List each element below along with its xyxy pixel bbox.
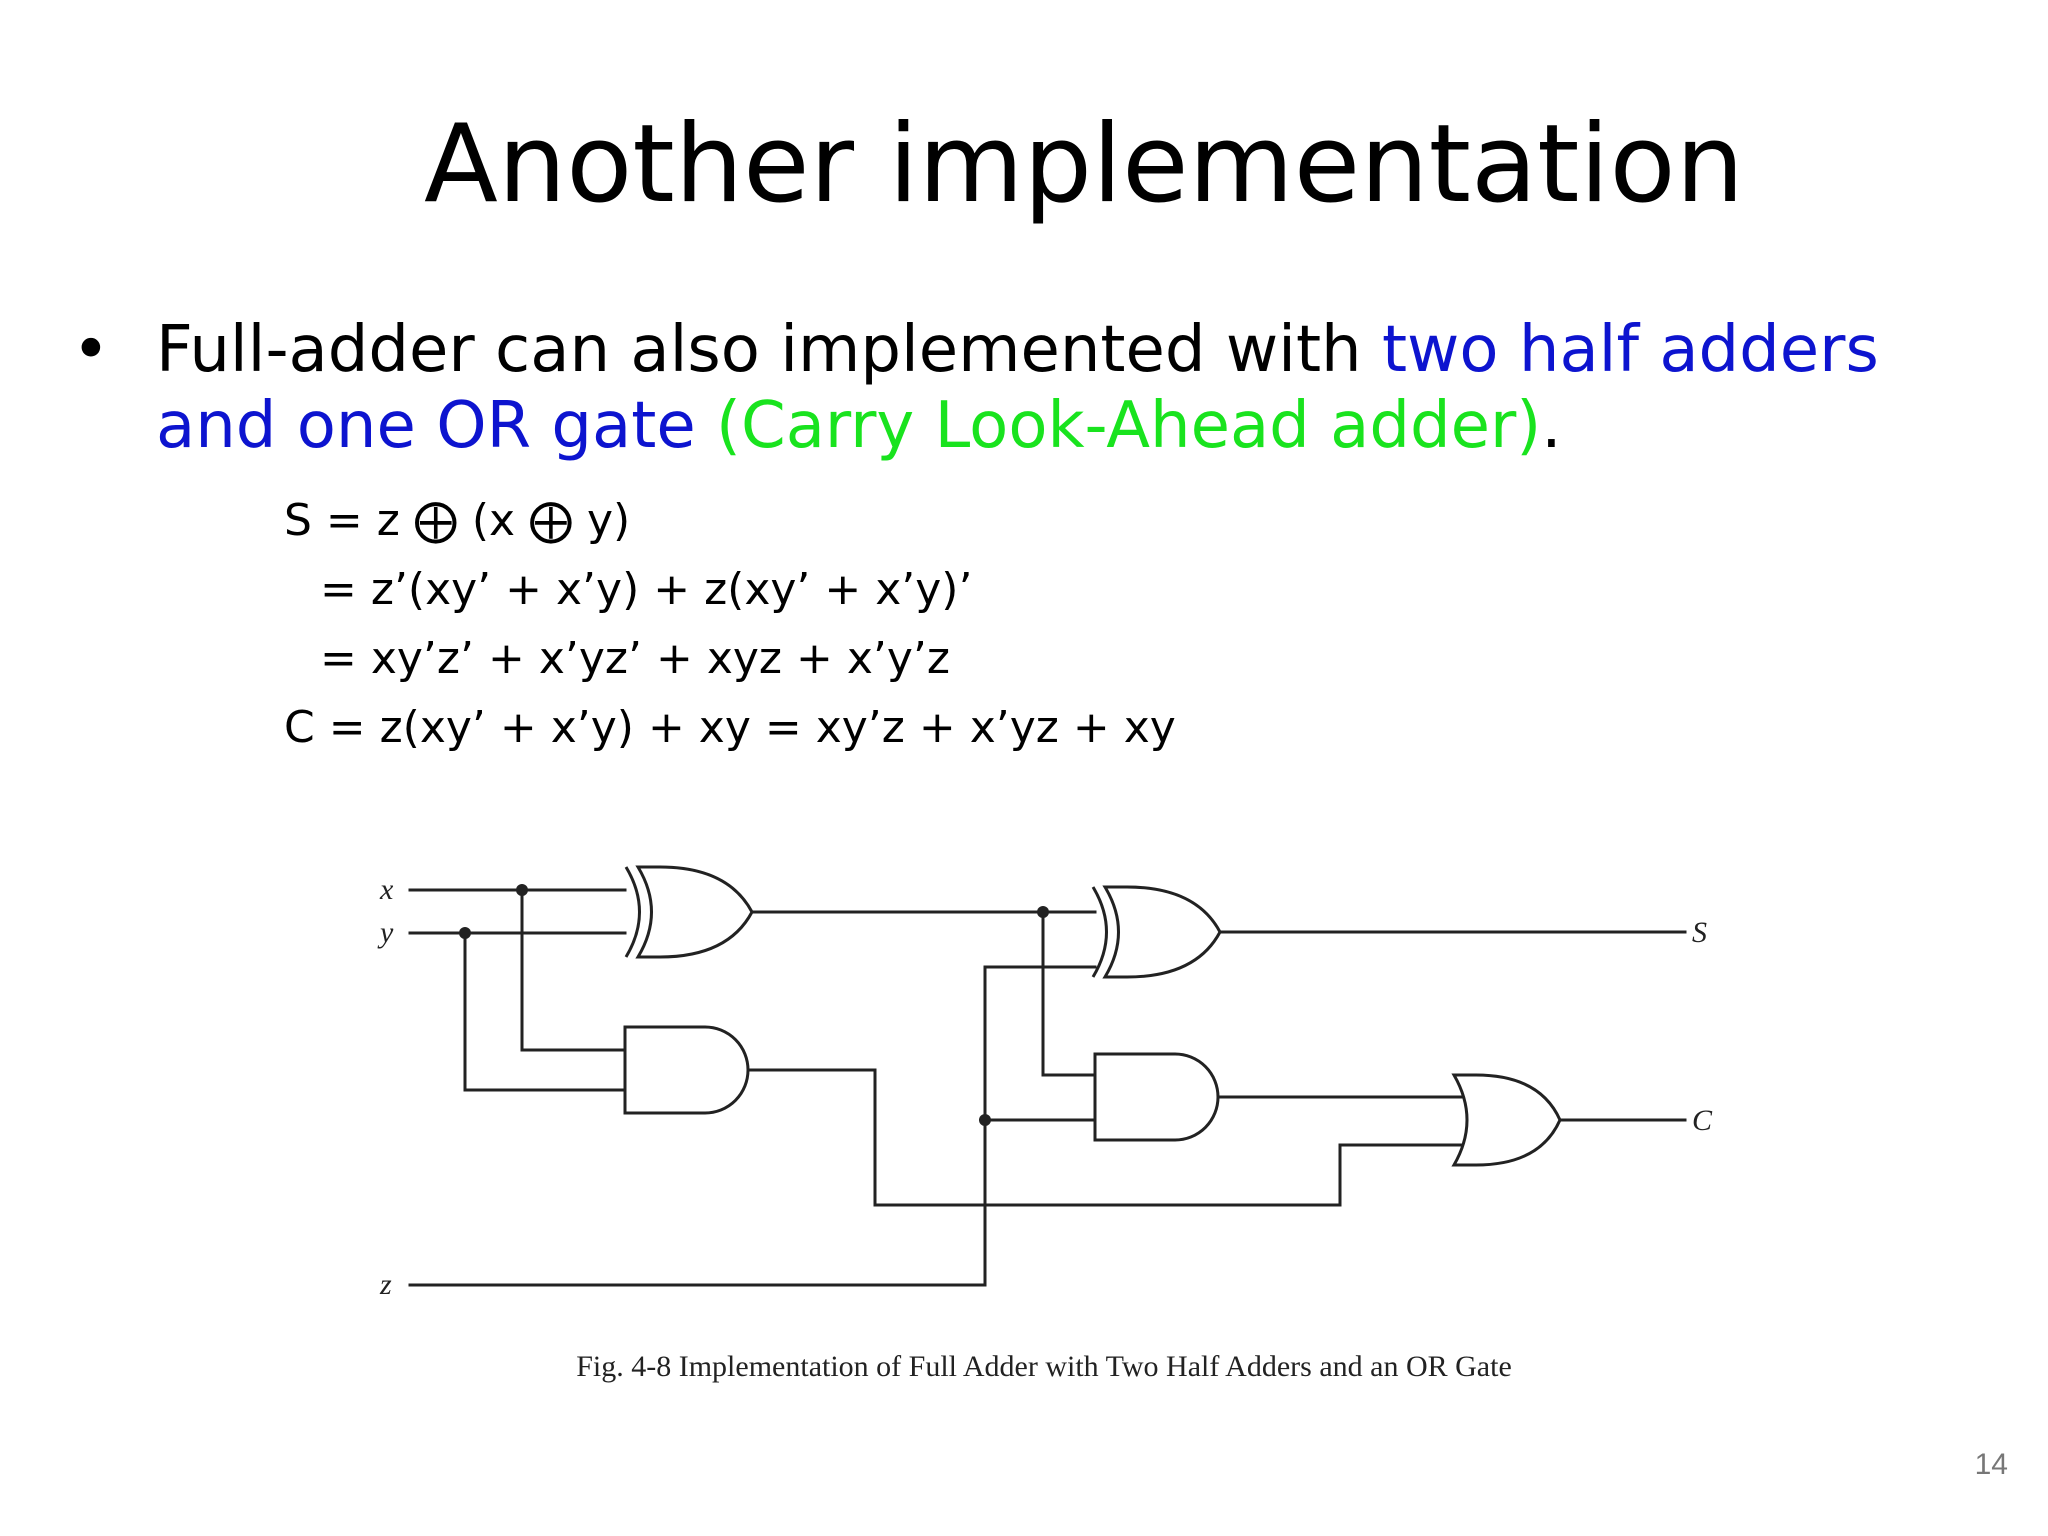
equation-sum: S = z ⨁ (x ⨁ y) bbox=[284, 495, 631, 546]
input-label-y: y bbox=[377, 916, 394, 949]
junction-x bbox=[516, 884, 528, 896]
and-gate-2 bbox=[1093, 1052, 1220, 1142]
bullet-text-space bbox=[696, 389, 716, 463]
or-gate bbox=[1451, 1073, 1562, 1167]
bullet-text-period: . bbox=[1541, 389, 1562, 463]
bullet-marker: • bbox=[72, 313, 110, 387]
bullet-text-highlight-blue: two half adders and one OR gate bbox=[156, 313, 1879, 463]
equation-carry: C = z(xy’ + x’y) + xy = xy’z + x’yz + xy bbox=[284, 702, 1176, 753]
xor-gate-1-extra-curve bbox=[624, 866, 641, 958]
full-adder-circuit-diagram: x y z S C bbox=[377, 865, 1713, 1301]
wire-xor1-to-and2 bbox=[1041, 910, 1097, 1077]
bullet-text-plain: Full-adder can also implemented with bbox=[156, 313, 1382, 387]
wire-z bbox=[408, 965, 1097, 1287]
equation-sum-minterms: = xy’z’ + x’yz’ + xyz + x’y’z bbox=[320, 633, 950, 684]
slide-title: Another implementation bbox=[423, 102, 1745, 227]
output-label-c: C bbox=[1692, 1104, 1713, 1137]
junction-z bbox=[979, 1114, 991, 1126]
junction-xor1-out bbox=[1037, 906, 1049, 918]
bullet-text-highlight-green: (Carry Look-Ahead adder) bbox=[716, 389, 1542, 463]
xor-gate-1 bbox=[635, 865, 754, 959]
input-label-x: x bbox=[379, 873, 394, 906]
output-label-s: S bbox=[1692, 916, 1707, 949]
wire-and1-to-or bbox=[746, 1068, 1470, 1207]
bullet-text: Full-adder can also implemented with two… bbox=[156, 312, 2016, 464]
junction-y bbox=[459, 927, 471, 939]
xor-gate-2 bbox=[1102, 885, 1222, 979]
figure-caption: Fig. 4-8 Implementation of Full Adder wi… bbox=[576, 1350, 1512, 1383]
page-number: 14 bbox=[1974, 1448, 2008, 1481]
wire-x-to-and1 bbox=[520, 888, 627, 1052]
xor-gate-2-extra-curve bbox=[1091, 886, 1108, 978]
wire-y-to-and1 bbox=[463, 931, 627, 1092]
input-label-z: z bbox=[379, 1268, 392, 1301]
and-gate-1 bbox=[623, 1025, 750, 1115]
equation-sum-expanded: = z’(xy’ + x’y) + z(xy’ + x’y)’ bbox=[320, 564, 973, 615]
